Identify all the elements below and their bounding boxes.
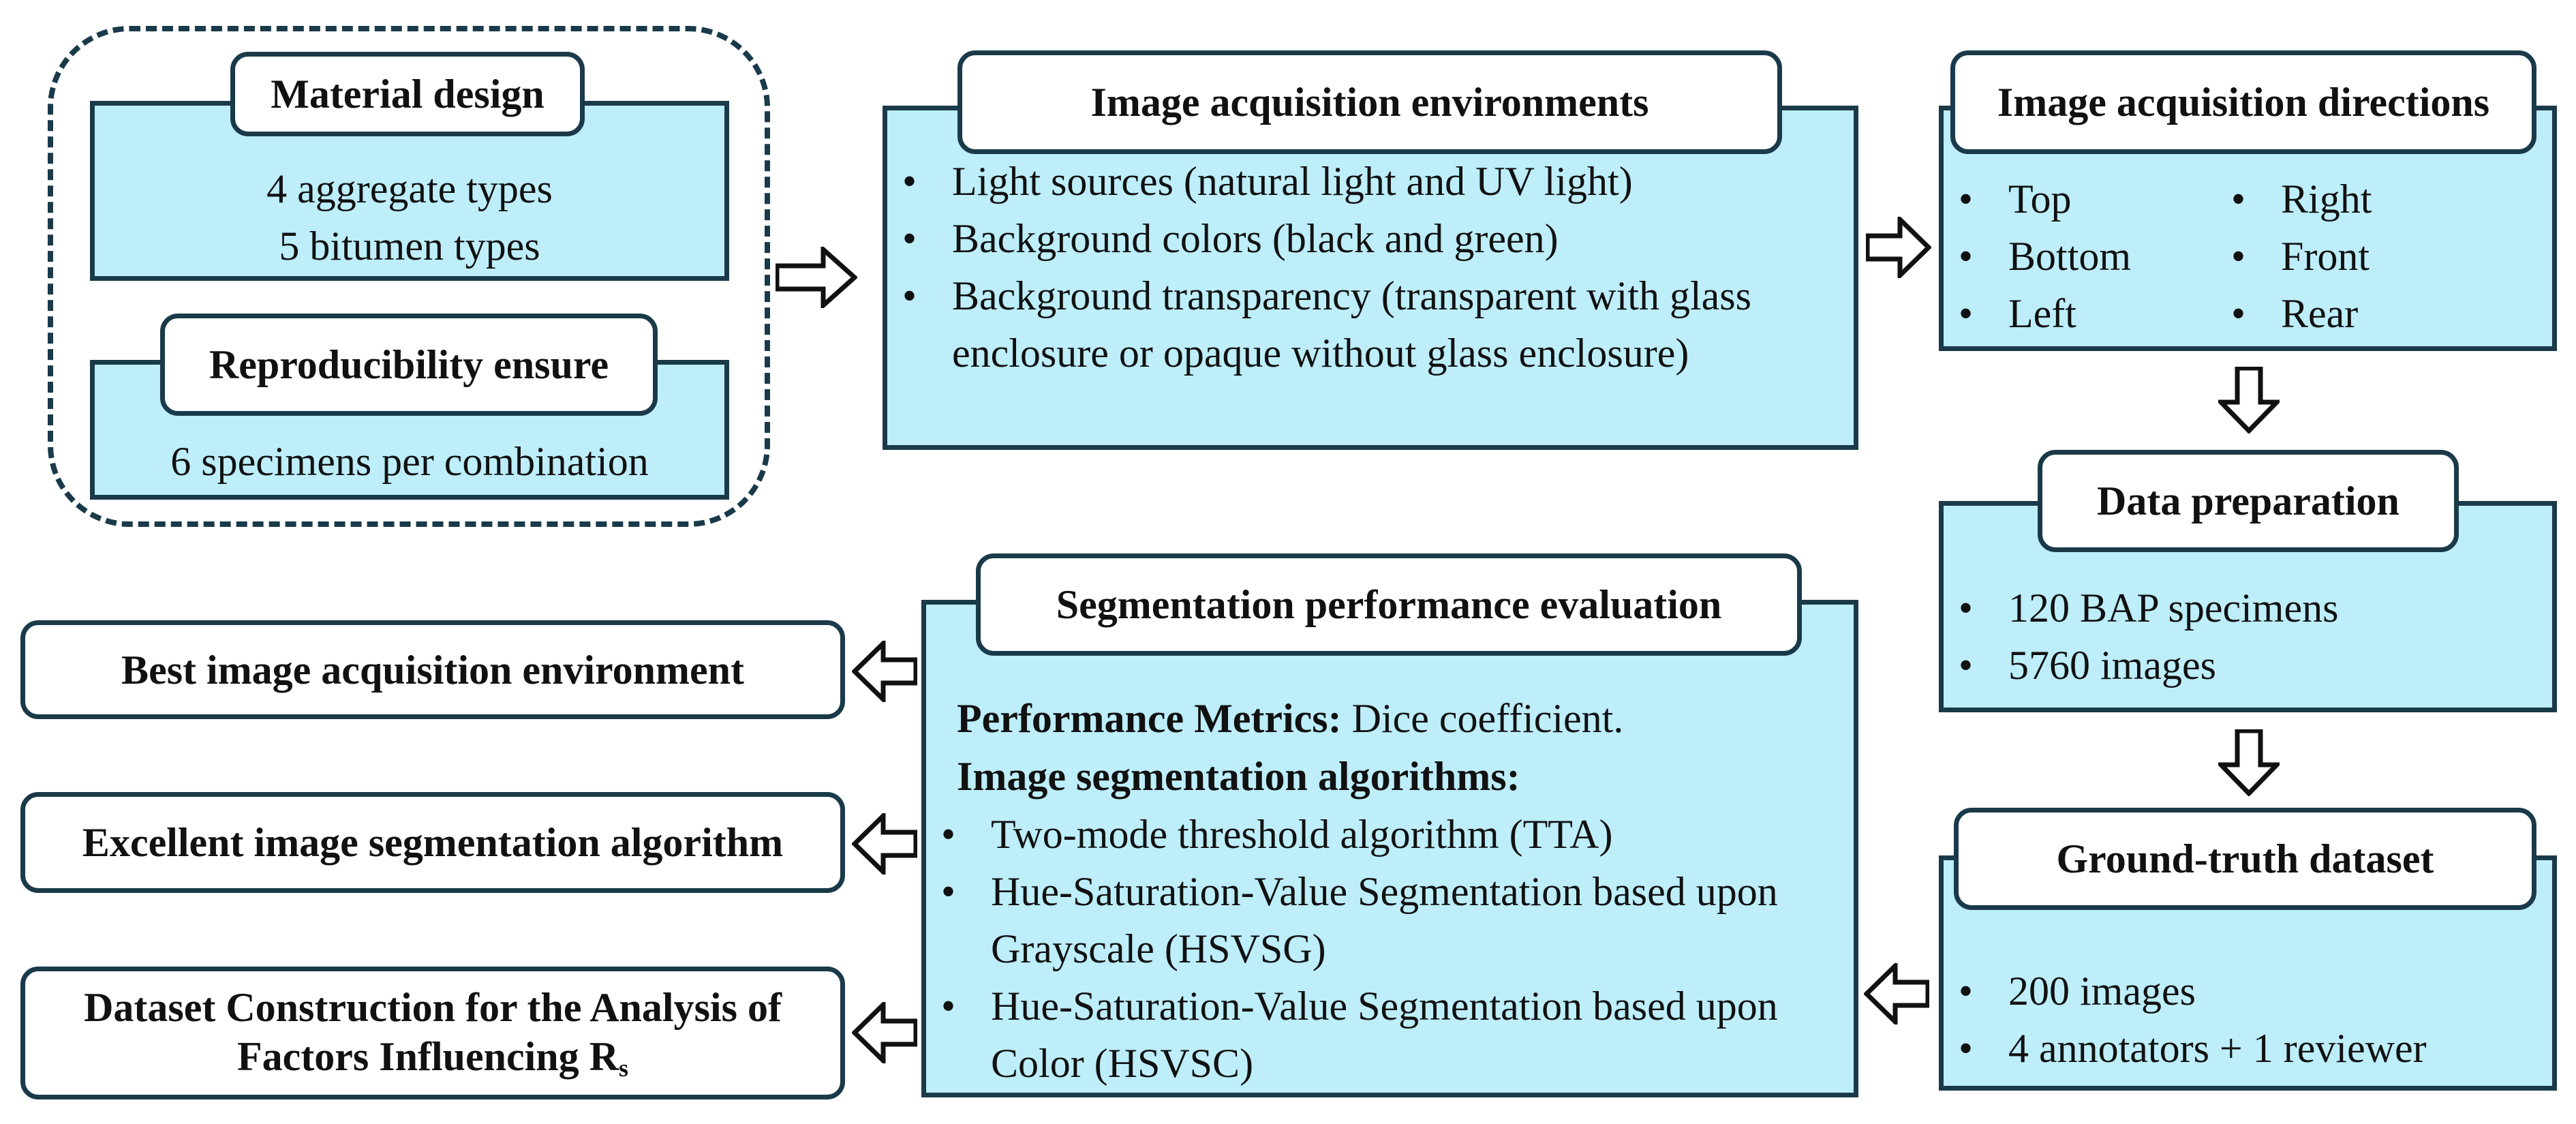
environments-list: Light sources (natural light and UV ligh… (887, 153, 1854, 382)
best-algorithm-label: Excellent image segmentation algorithm (82, 820, 784, 865)
left-arrow-icon (852, 641, 917, 702)
list-item: Top (1944, 170, 2216, 228)
best-environment-box: Best image acquisition environment (20, 620, 845, 719)
design-group (48, 26, 770, 527)
right-arrow-icon (776, 247, 857, 308)
list-item: Hue-Saturation-Value Segmentation based … (926, 977, 1813, 1092)
list-item: Bottom (1944, 228, 2216, 285)
dataset-construction-subscript: s (618, 1054, 628, 1082)
metrics-value: Dice coefficient. (1341, 696, 1624, 741)
list-item: Front (2216, 228, 2372, 285)
down-arrow-icon (2218, 729, 2280, 796)
list-item: Background transparency (transparent wit… (887, 267, 1854, 382)
list-item: Two-mode threshold algorithm (TTA) (926, 806, 1813, 863)
directions-list-right: Right Front Rear (2216, 170, 2372, 342)
environments-panel: Light sources (natural light and UV ligh… (883, 106, 1858, 450)
list-item: Hue-Saturation-Value Segmentation based … (926, 863, 1813, 977)
dataset-construction-line1: Dataset Construction for the Analysis of (84, 984, 782, 1030)
list-item: Left (1944, 285, 2216, 342)
list-item: 200 images (1944, 962, 2552, 1020)
best-environment-label: Best image acquisition environment (121, 647, 744, 693)
reproducibility-title: Reproducibility ensure (160, 314, 658, 416)
reproducibility-line: 6 specimens per combination (170, 439, 649, 484)
list-item: 4 annotators + 1 reviewer (1944, 1020, 2552, 1077)
material-design-line: 5 bitumen types (279, 224, 540, 269)
ground-truth-title: Ground-truth dataset (1954, 808, 2536, 910)
dataset-construction-text: Factors Influencing R (237, 1033, 619, 1079)
evaluation-title: Segmentation performance evaluation (976, 553, 1802, 656)
data-preparation-title: Data preparation (2038, 450, 2459, 552)
material-design-title: Material design (230, 52, 585, 136)
directions-list-left: Top Bottom Left (1944, 170, 2216, 342)
evaluation-panel: Performance Metrics: Dice coefficient. I… (921, 600, 1858, 1097)
metrics-line: Performance Metrics: Dice coefficient. (926, 690, 1854, 748)
best-algorithm-box: Excellent image segmentation algorithm (20, 792, 845, 893)
left-arrow-icon (1864, 963, 1929, 1024)
algorithms-list: Two-mode threshold algorithm (TTA) Hue-S… (926, 806, 1854, 1092)
environments-title: Image acquisition environments (957, 50, 1782, 154)
left-arrow-icon (852, 1002, 917, 1063)
data-preparation-list: 120 BAP specimens 5760 images (1944, 579, 2552, 694)
list-item: Right (2216, 170, 2372, 228)
list-item: Background colors (black and green) (887, 210, 1854, 267)
material-design-line: 4 aggregate types (266, 166, 553, 211)
dataset-construction-box: Dataset Construction for the Analysis of… (20, 967, 845, 1099)
algorithms-label: Image segmentation algorithms: (957, 754, 1520, 800)
down-arrow-icon (2218, 367, 2280, 434)
right-arrow-icon (1866, 217, 1931, 278)
ground-truth-list: 200 images 4 annotators + 1 reviewer (1944, 962, 2552, 1077)
dataset-construction-line2: Factors Influencing Rs (237, 1032, 628, 1083)
list-item: 5760 images (1944, 637, 2552, 694)
list-item: Light sources (natural light and UV ligh… (887, 153, 1854, 210)
left-arrow-icon (852, 813, 917, 875)
metrics-label: Performance Metrics: (957, 696, 1342, 741)
list-item: 120 BAP specimens (1944, 579, 2552, 637)
list-item: Rear (2216, 285, 2372, 342)
directions-title: Image acquisition directions (1950, 50, 2536, 154)
